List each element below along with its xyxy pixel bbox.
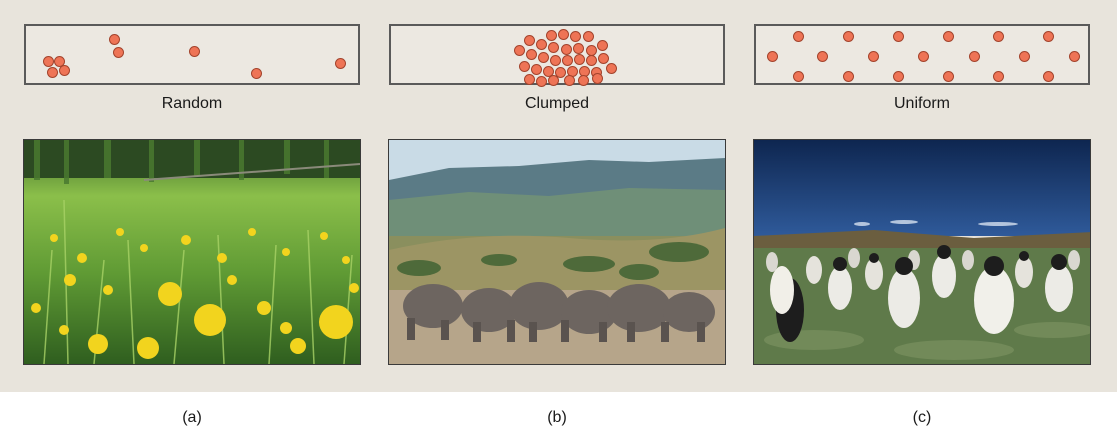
organism-dot	[578, 75, 589, 86]
organism-dot	[548, 75, 559, 86]
organism-dot	[943, 31, 954, 42]
organism-dot	[570, 31, 581, 42]
uniform-label: Uniform	[893, 95, 950, 112]
organism-dot	[868, 51, 879, 62]
organism-dot	[583, 31, 594, 42]
organism-dot	[969, 51, 980, 62]
organism-dot	[767, 51, 778, 62]
organism-dot	[793, 71, 804, 82]
dandelion-meadow-photo	[23, 139, 361, 365]
organism-dot	[606, 63, 617, 74]
organism-dot	[817, 51, 828, 62]
organism-dot	[113, 47, 124, 58]
organism-dot	[597, 40, 608, 51]
panel-b-label: (b)	[547, 409, 567, 426]
organism-dot	[573, 43, 584, 54]
organism-dot	[524, 35, 535, 46]
panel-a-label: (a)	[182, 409, 202, 426]
organism-dot	[893, 31, 904, 42]
random-distribution-box	[24, 24, 360, 85]
organism-dot	[550, 55, 561, 66]
organism-dot	[592, 73, 603, 84]
organism-dot	[47, 67, 58, 78]
organism-dot	[943, 71, 954, 82]
organism-dot	[546, 30, 557, 41]
clumped-distribution-box	[389, 24, 725, 87]
organism-dot	[109, 34, 120, 45]
clumped-label: Clumped	[524, 95, 590, 112]
organism-dot	[524, 74, 535, 85]
organism-dot	[548, 42, 559, 53]
organism-dot	[538, 52, 549, 63]
elephant-herd-photo	[388, 139, 726, 365]
organism-dot	[893, 71, 904, 82]
organism-dot	[1069, 51, 1080, 62]
organism-dot	[558, 29, 569, 40]
organism-dot	[43, 56, 54, 67]
organism-dot	[519, 61, 530, 72]
organism-dot	[574, 54, 585, 65]
organism-dot	[189, 46, 200, 57]
penguin-colony-photo	[753, 139, 1091, 365]
organism-dot	[335, 58, 346, 69]
organism-dot	[598, 53, 609, 64]
organism-dot	[536, 76, 547, 87]
organism-dot	[531, 64, 542, 75]
organism-dot	[1043, 31, 1054, 42]
organism-dot	[59, 65, 70, 76]
organism-dot	[536, 39, 547, 50]
panel-c-label: (c)	[912, 409, 932, 426]
random-label: Random	[161, 95, 223, 112]
organism-dot	[1019, 51, 1030, 62]
organism-dot	[843, 71, 854, 82]
organism-dot	[843, 31, 854, 42]
uniform-distribution-box	[754, 24, 1090, 85]
organism-dot	[555, 67, 566, 78]
organism-dot	[918, 51, 929, 62]
organism-dot	[562, 55, 573, 66]
organism-dot	[993, 71, 1004, 82]
organism-dot	[564, 75, 575, 86]
organism-dot	[526, 49, 537, 60]
organism-dot	[586, 55, 597, 66]
organism-dot	[793, 31, 804, 42]
organism-dot	[993, 31, 1004, 42]
organism-dot	[251, 68, 262, 79]
organism-dot	[514, 45, 525, 56]
organism-dot	[1043, 71, 1054, 82]
organism-dot	[561, 44, 572, 55]
